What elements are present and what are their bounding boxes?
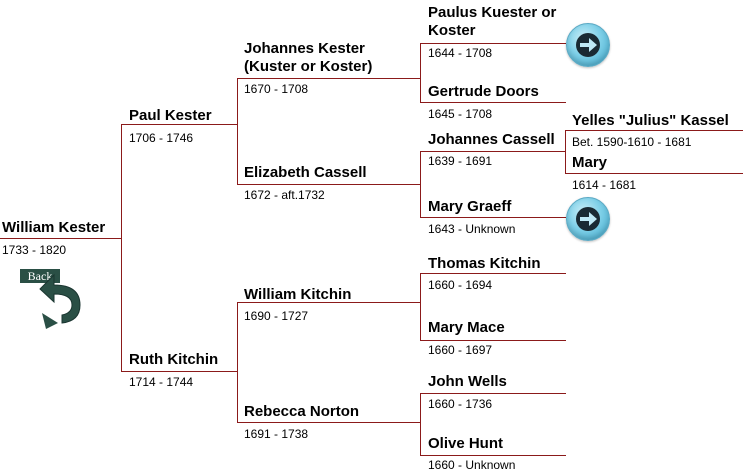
connector-line	[237, 78, 238, 185]
person-name-thomas-kitchin[interactable]: Thomas Kitchin	[428, 255, 541, 272]
connector-line	[420, 393, 566, 394]
connector-line	[565, 130, 743, 131]
person-name-rebecca-norton[interactable]: Rebecca Norton	[244, 403, 360, 420]
person-dates: 1672 - aft.1732	[244, 188, 325, 202]
person-name-gertrude-doors[interactable]: Gertrude Doors	[428, 83, 539, 100]
person-dates: Bet. 1590-1610 - 1681	[572, 135, 692, 149]
person-name-mary-graeff[interactable]: Mary Graeff	[428, 198, 512, 215]
person-name-yelles-julius-kassel[interactable]: Yelles "Julius" Kassel	[572, 112, 729, 129]
person-name-ruth-kitchin[interactable]: Ruth Kitchin	[129, 351, 219, 368]
person-dates: 1691 - 1738	[244, 427, 309, 441]
person-name-mary[interactable]: Mary	[572, 154, 608, 171]
back-button[interactable]: Back	[18, 269, 88, 331]
connector-line	[237, 78, 421, 79]
person-name-mary-mace[interactable]: Mary Mace	[428, 319, 505, 336]
connector-line	[420, 217, 566, 218]
connector-line	[420, 273, 566, 274]
connector-line	[237, 302, 421, 303]
connector-line	[420, 340, 566, 341]
person-dates: 1645 - 1708	[428, 107, 493, 121]
right-arrow-icon	[576, 33, 600, 57]
connector-line	[420, 393, 421, 455]
connector-line	[121, 124, 238, 125]
person-dates: 1670 - 1708	[244, 82, 309, 96]
person-dates: 1614 - 1681	[572, 178, 637, 192]
person-dates: 1660 - Unknown	[428, 458, 516, 472]
person-name-johannes-cassell[interactable]: Johannes Cassell	[428, 131, 555, 148]
connector-line	[420, 151, 566, 152]
connector-line	[420, 102, 566, 103]
person-name-paul-kester[interactable]: Paul Kester	[129, 107, 212, 124]
connector-line	[0, 238, 122, 239]
person-name-johannes-kester[interactable]: Johannes Kester (Kuster or Koster)	[244, 40, 373, 75]
connector-line	[565, 173, 743, 174]
connector-line	[565, 130, 566, 174]
connector-line	[420, 151, 421, 218]
person-name-olive-hunt[interactable]: Olive Hunt	[428, 435, 504, 452]
connector-line	[237, 184, 421, 185]
connector-line	[420, 273, 421, 340]
connector-line	[420, 43, 421, 103]
person-name-paulus-kuester[interactable]: Paulus Kuester or Koster	[428, 4, 557, 39]
person-name-elizabeth-cassell[interactable]: Elizabeth Cassell	[244, 164, 367, 181]
person-name-william-kester[interactable]: William Kester	[2, 219, 106, 236]
connector-line	[121, 124, 122, 372]
person-dates: 1706 - 1746	[129, 131, 194, 145]
expand-ancestors-button-paulus[interactable]	[566, 23, 610, 67]
person-dates: 1643 - Unknown	[428, 222, 516, 236]
connector-line	[237, 422, 421, 423]
person-dates: 1690 - 1727	[244, 309, 309, 323]
person-name-john-wells[interactable]: John Wells	[428, 373, 507, 390]
connector-line	[237, 302, 238, 423]
person-dates: 1714 - 1744	[129, 375, 194, 389]
connector-line	[121, 371, 238, 372]
connector-line	[420, 455, 566, 456]
expand-ancestors-button-mary-graeff[interactable]	[566, 197, 610, 241]
person-dates: 1660 - 1694	[428, 278, 493, 292]
person-dates: 1639 - 1691	[428, 154, 493, 168]
person-dates: 1660 - 1697	[428, 343, 493, 357]
curved-back-arrow-icon	[39, 273, 81, 329]
person-dates: 1660 - 1736	[428, 397, 493, 411]
person-dates: 1644 - 1708	[428, 46, 493, 60]
right-arrow-icon	[576, 207, 600, 231]
person-name-william-kitchin[interactable]: William Kitchin	[244, 286, 352, 303]
connector-line	[420, 43, 566, 44]
person-dates: 1733 - 1820	[2, 243, 67, 257]
